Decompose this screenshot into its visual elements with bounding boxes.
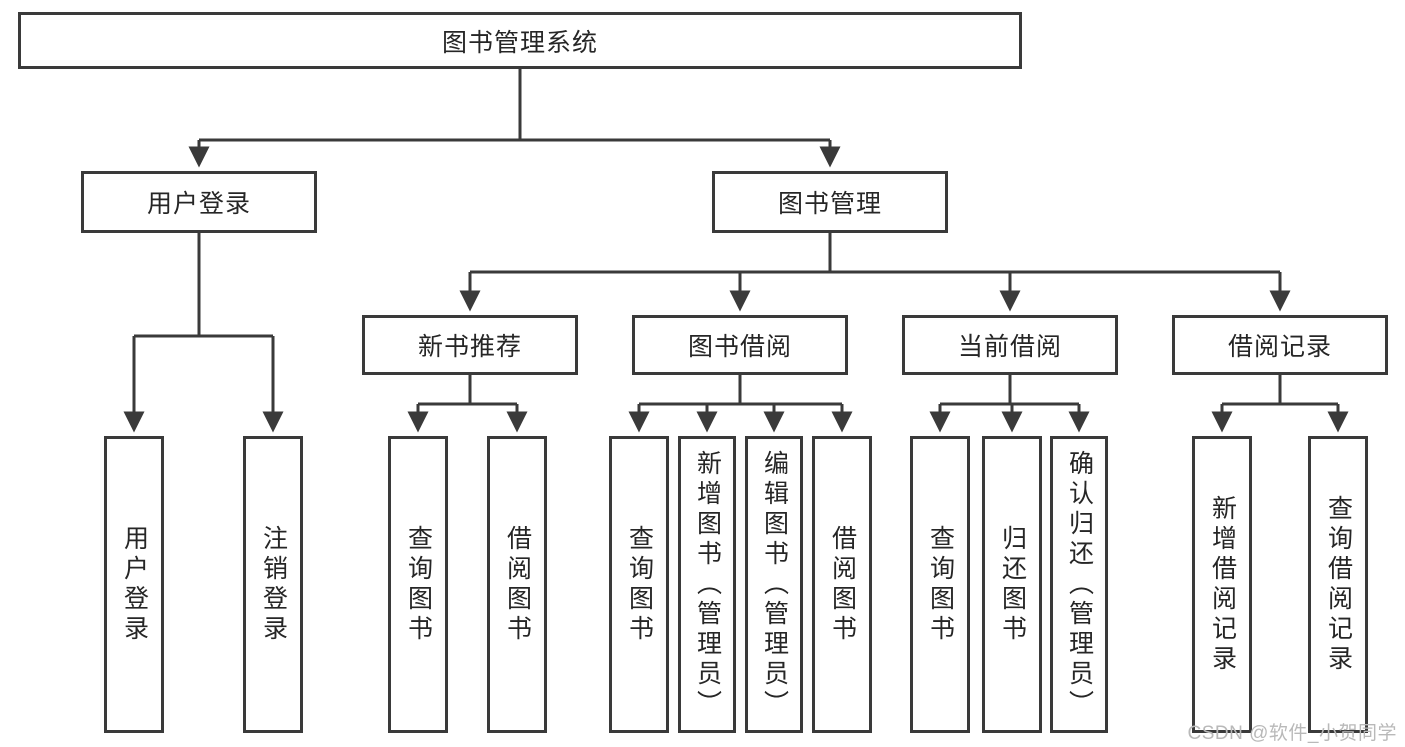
node-leaf-add-book-admin[interactable]: 新增图书（管理员） <box>678 436 736 733</box>
node-label: 当前借阅 <box>957 333 1062 361</box>
node-label: 确认归还（管理员） <box>1065 449 1094 720</box>
node-book-borrow[interactable]: 图书借阅 <box>632 315 848 375</box>
node-label: 借阅图书 <box>828 524 857 645</box>
node-leaf-query-borrow-record[interactable]: 查询借阅记录 <box>1308 436 1368 733</box>
node-current-borrow[interactable]: 当前借阅 <box>902 315 1118 375</box>
node-label: 用户登录 <box>120 524 149 645</box>
node-label: 编辑图书（管理员） <box>760 449 789 720</box>
node-label: 查询图书 <box>926 524 955 645</box>
node-label: 借阅记录 <box>1227 333 1332 361</box>
node-new-book-recommend[interactable]: 新书推荐 <box>362 315 578 375</box>
node-label: 用户登录 <box>146 190 251 218</box>
node-label: 借阅图书 <box>503 524 532 645</box>
node-label: 新书推荐 <box>417 333 522 361</box>
node-label: 新增图书（管理员） <box>693 449 722 720</box>
node-leaf-add-borrow-record[interactable]: 新增借阅记录 <box>1192 436 1252 733</box>
node-label: 注销登录 <box>259 524 288 645</box>
node-leaf-confirm-return-admin[interactable]: 确认归还（管理员） <box>1050 436 1108 733</box>
node-user-login[interactable]: 用户登录 <box>81 171 317 233</box>
watermark-text: CSDN @软件_小贺同学 <box>1187 723 1397 744</box>
node-leaf-edit-book-admin[interactable]: 编辑图书（管理员） <box>745 436 803 733</box>
node-leaf-query-book-3[interactable]: 查询图书 <box>910 436 970 733</box>
node-leaf-logout-login[interactable]: 注销登录 <box>243 436 303 733</box>
node-label: 查询借阅记录 <box>1324 494 1353 675</box>
node-label: 新增借阅记录 <box>1208 494 1237 675</box>
node-borrow-record[interactable]: 借阅记录 <box>1172 315 1388 375</box>
node-leaf-user-login[interactable]: 用户登录 <box>104 436 164 733</box>
node-label: 归还图书 <box>998 524 1027 645</box>
node-leaf-borrow-book-1[interactable]: 借阅图书 <box>487 436 547 733</box>
node-title-system[interactable]: 图书管理系统 <box>18 12 1022 69</box>
node-leaf-return-book[interactable]: 归还图书 <box>982 436 1042 733</box>
node-leaf-query-book-1[interactable]: 查询图书 <box>388 436 448 733</box>
node-label: 查询图书 <box>404 524 433 645</box>
node-label: 查询图书 <box>625 524 654 645</box>
node-label: 图书管理 <box>777 190 882 218</box>
node-label: 图书借阅 <box>687 333 792 361</box>
node-label: 图书管理系统 <box>441 28 598 57</box>
node-book-management[interactable]: 图书管理 <box>712 171 948 233</box>
node-leaf-query-book-2[interactable]: 查询图书 <box>609 436 669 733</box>
node-leaf-borrow-book-2[interactable]: 借阅图书 <box>812 436 872 733</box>
